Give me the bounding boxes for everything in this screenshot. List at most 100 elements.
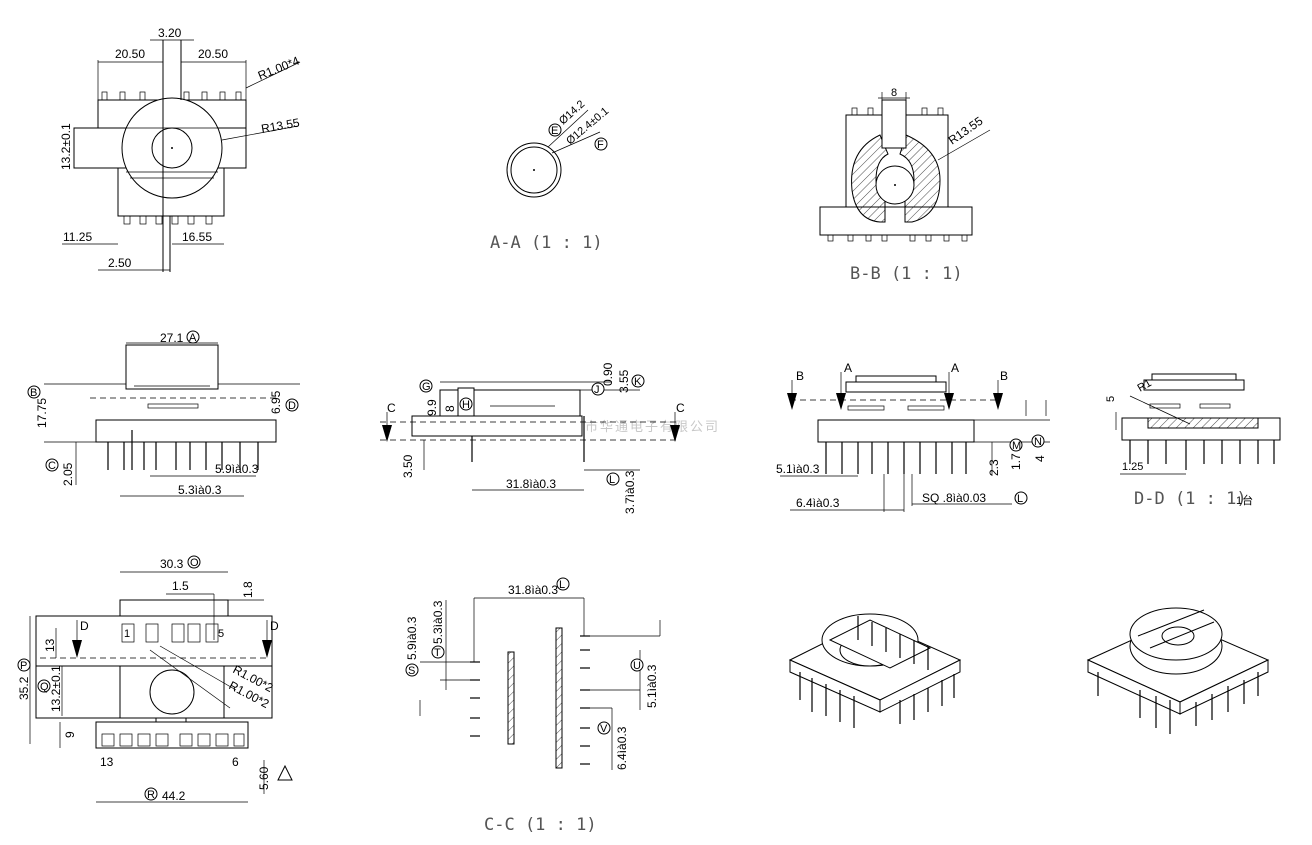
- dim-2-3: 2.3: [987, 459, 1001, 476]
- dim-31-8-side: 31.8ìà0.3: [506, 477, 556, 491]
- marker-q: Q: [40, 681, 49, 693]
- note-dd: 1台: [1236, 493, 1253, 507]
- section-label-b-left: B: [796, 369, 804, 383]
- dim-sq-8: SQ .8ìà0.03: [922, 491, 986, 505]
- dim-3-7: 3.7ìà0.3: [623, 470, 637, 514]
- caption-dd: D-D (1 : 1): [1134, 489, 1247, 509]
- marker-d: D: [288, 400, 296, 412]
- dim-27-1: 27.1: [160, 331, 184, 345]
- marker-c: C: [48, 460, 56, 472]
- front2-pins: [825, 442, 967, 474]
- bottom-view: D D O P Q R 1 5 13 6 30.3 1.5 1.8 13 35.…: [17, 555, 293, 803]
- dim-5-3-cc: 5.3ìà0.3: [431, 600, 445, 644]
- marker-s: S: [408, 665, 415, 677]
- dim-6-4: 6.4ìà0.3: [796, 496, 840, 510]
- dim-8: 8: [891, 87, 897, 99]
- iso2-pins: [1097, 672, 1259, 734]
- marker-g: G: [422, 381, 431, 393]
- dim-2-05: 2.05: [61, 462, 75, 486]
- front-view: A B D C 27.1 17.75 6.95 2.05 5.9ìà0.3 5.…: [27, 330, 300, 497]
- dim-35-2: 35.2: [17, 676, 31, 700]
- marker-r: R: [147, 789, 155, 801]
- marker-j: J: [594, 384, 600, 396]
- pin-label-13: 13: [100, 755, 114, 769]
- dim-20-50-left: 20.50: [115, 47, 145, 61]
- dim-5-3: 5.3ìà0.3: [178, 483, 222, 497]
- marker-m: M: [1012, 440, 1021, 452]
- pin-label-5: 5: [218, 628, 224, 640]
- dim-r1-00x4: R1.00*4: [256, 53, 302, 82]
- section-label-d-right: D: [270, 619, 279, 633]
- marker-o: O: [190, 557, 199, 569]
- front-pins: [107, 430, 259, 470]
- caption-bb: B-B (1 : 1): [850, 264, 963, 284]
- dim-2-50: 2.50: [108, 256, 132, 270]
- marker-f: F: [597, 139, 604, 151]
- dim-6-4-cc: 6.4ìà0.3: [615, 726, 629, 770]
- dim-4: 4: [1033, 455, 1047, 462]
- bb-pins: [827, 107, 968, 242]
- marker-u: U: [633, 660, 641, 672]
- section-bb: 8 R13.55 B-B (1 : 1): [819, 87, 991, 284]
- dim-1-25: 1.25: [1122, 461, 1143, 473]
- dim-11-25: 11.25: [63, 230, 92, 244]
- dim-1-5: 1.5: [172, 579, 189, 593]
- top-view: 3.20 20.50 20.50 R1.00*4 R13.55 13.2±0.1…: [59, 26, 302, 272]
- dim-r13-55: R13.55: [260, 115, 301, 136]
- isometric-view-right: [1086, 607, 1270, 734]
- dim-31-8-cc: 31.8ìà0.3: [508, 583, 558, 597]
- section-label-d-left: D: [80, 619, 89, 633]
- dim-1-7: 1.7: [1009, 453, 1023, 470]
- marker-e: E: [551, 125, 558, 137]
- cc-pin-marks-left: [470, 661, 480, 737]
- marker-l: L: [609, 474, 615, 486]
- marker-b: B: [30, 387, 37, 399]
- iso1-pins: [799, 616, 955, 728]
- dim-44-2: 44.2: [162, 789, 186, 803]
- marker-n: N: [1034, 436, 1042, 448]
- dim-3-55: 3.55: [617, 369, 631, 393]
- dim-13-2: 13.2±0.1: [59, 123, 73, 170]
- bottom-core-circle: [149, 669, 195, 715]
- caption-aa: A-A (1 : 1): [490, 233, 603, 253]
- dim-5-9: 5.9ìà0.3: [215, 462, 259, 476]
- section-label-b-right: B: [1000, 369, 1008, 383]
- section-label-c-right: C: [676, 401, 685, 415]
- marker-p: P: [20, 660, 27, 672]
- cc-pin-marks-right: [580, 635, 590, 765]
- bobbin-inner-circle: [151, 127, 193, 169]
- section-label-c-left: C: [387, 401, 396, 415]
- pin-label-1: 1: [124, 628, 130, 640]
- front-view-2: B A A B M N L 5.1ìà0.3 6.4ìà0.3 SQ .8ìà0…: [776, 361, 1050, 512]
- dim-20-50-right: 20.50: [198, 47, 228, 61]
- dd-pins: [1129, 440, 1275, 470]
- pin-label-6: 6: [232, 755, 239, 769]
- dim-17-75: 17.75: [35, 398, 49, 428]
- dim-5-dd: 5: [1105, 396, 1117, 402]
- bottom-pins-row: [123, 215, 213, 225]
- dim-5-9-cc: 5.9ìà0.3: [405, 616, 419, 660]
- dim-3-20: 3.20: [158, 26, 182, 40]
- marker-v: V: [600, 723, 608, 735]
- marker-a: A: [189, 332, 197, 344]
- dim-6-95: 6.95: [269, 390, 283, 414]
- dim-30-3: 30.3: [160, 557, 184, 571]
- marker-l-cc: L: [559, 579, 565, 591]
- dim-9-9: 9.9: [425, 399, 439, 416]
- isometric-view-left: [788, 613, 962, 728]
- dim-1-8: 1.8: [241, 581, 255, 598]
- section-dd: R1 5 1.25 D-D (1 : 1) 1台: [1105, 373, 1281, 509]
- section-label-a-left: A: [844, 361, 852, 375]
- section-label-a-right: A: [951, 361, 959, 375]
- dim-r13-55-bb: R13.55: [946, 114, 986, 148]
- dim-5-1: 5.1ìà0.3: [776, 462, 820, 476]
- marker-h: H: [462, 399, 470, 411]
- section-aa: E F Ø14.2 Ø12.4±0.1 A-A (1 : 1): [490, 98, 611, 253]
- section-cc: L S T U V 31.8ìà0.3 5.9ìà0.3 5.3ìà0.3 5.…: [405, 577, 661, 835]
- marker-k: K: [634, 376, 642, 388]
- caption-cc: C-C (1 : 1): [484, 815, 597, 835]
- dim-13-bottom: 13: [43, 638, 57, 652]
- dim-3-50: 3.50: [401, 454, 415, 478]
- bottom-lower-pins: [101, 733, 245, 747]
